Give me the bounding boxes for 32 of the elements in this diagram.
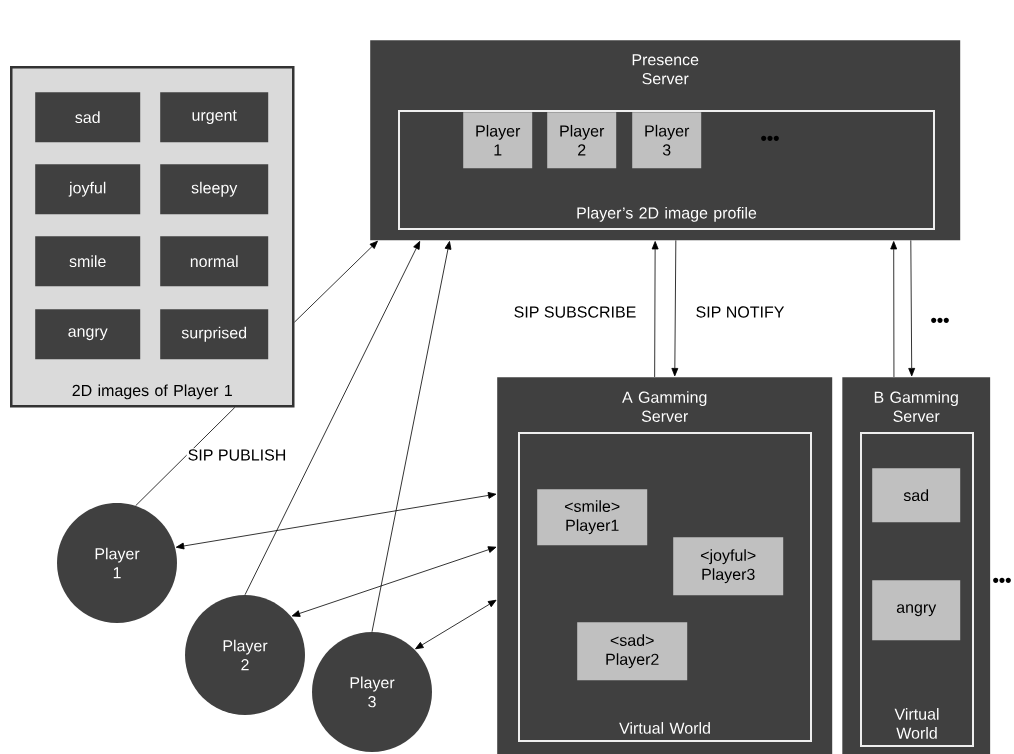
arrow (908, 240, 916, 377)
arrow (291, 546, 497, 617)
arrow (415, 599, 497, 650)
player-box: <sad> Player2 (577, 622, 688, 681)
arrow (651, 241, 659, 378)
arrow (890, 241, 898, 378)
ellipsis-mark: ••• (931, 317, 949, 323)
ellipsis-mark: ••• (761, 135, 779, 141)
edge-label: SIP SUBSCRIBE (512, 305, 638, 319)
arrow (175, 492, 497, 550)
arrow (371, 241, 452, 633)
emotion-box: surprised (160, 309, 269, 360)
player-box: <smile> Player1 (537, 489, 648, 546)
arrow (244, 241, 421, 596)
emotion-box: angry (35, 309, 141, 360)
emotion-box: normal (160, 236, 269, 287)
player-box: <joyful> Player3 (673, 537, 784, 596)
emotion-box: sleepy (160, 164, 269, 215)
ellipsis-mark: ••• (993, 577, 1011, 583)
player-box: Player 3 (632, 112, 702, 169)
player-box: angry (872, 580, 961, 641)
emotion-box: smile (35, 236, 141, 287)
emotion-box: urgent (160, 92, 269, 143)
player-box: Player 2 (547, 112, 617, 169)
player-box: sad (872, 468, 961, 523)
edge-label: SIP NOTIFY (694, 305, 786, 319)
emotion-box: sad (35, 92, 141, 143)
emotion-box: joyful (35, 164, 141, 215)
player-box: Player 1 (463, 112, 533, 169)
edge-label: SIP PUBLISH (186, 448, 288, 462)
arrow (671, 240, 679, 377)
arrow (294, 240, 378, 323)
